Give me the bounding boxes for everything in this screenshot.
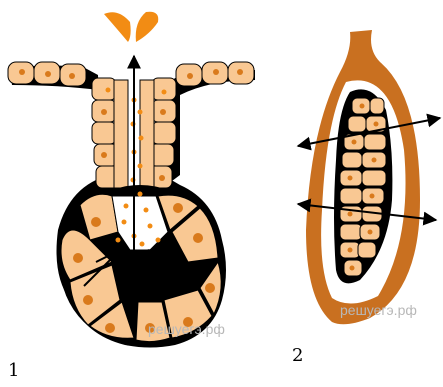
- figure-label-2: 2: [292, 345, 303, 366]
- watermark-right: решуегэ.рф: [340, 302, 417, 318]
- figure-label-1: 1: [8, 360, 19, 381]
- duct-arms: [8, 62, 254, 86]
- watermark-left: решуегэ.рф: [148, 321, 225, 337]
- exocrine-gland: [8, 12, 255, 348]
- secretion-drop-left: [104, 12, 131, 42]
- secretion-drop-right: [136, 12, 159, 42]
- endocrine-gland: [298, 30, 440, 324]
